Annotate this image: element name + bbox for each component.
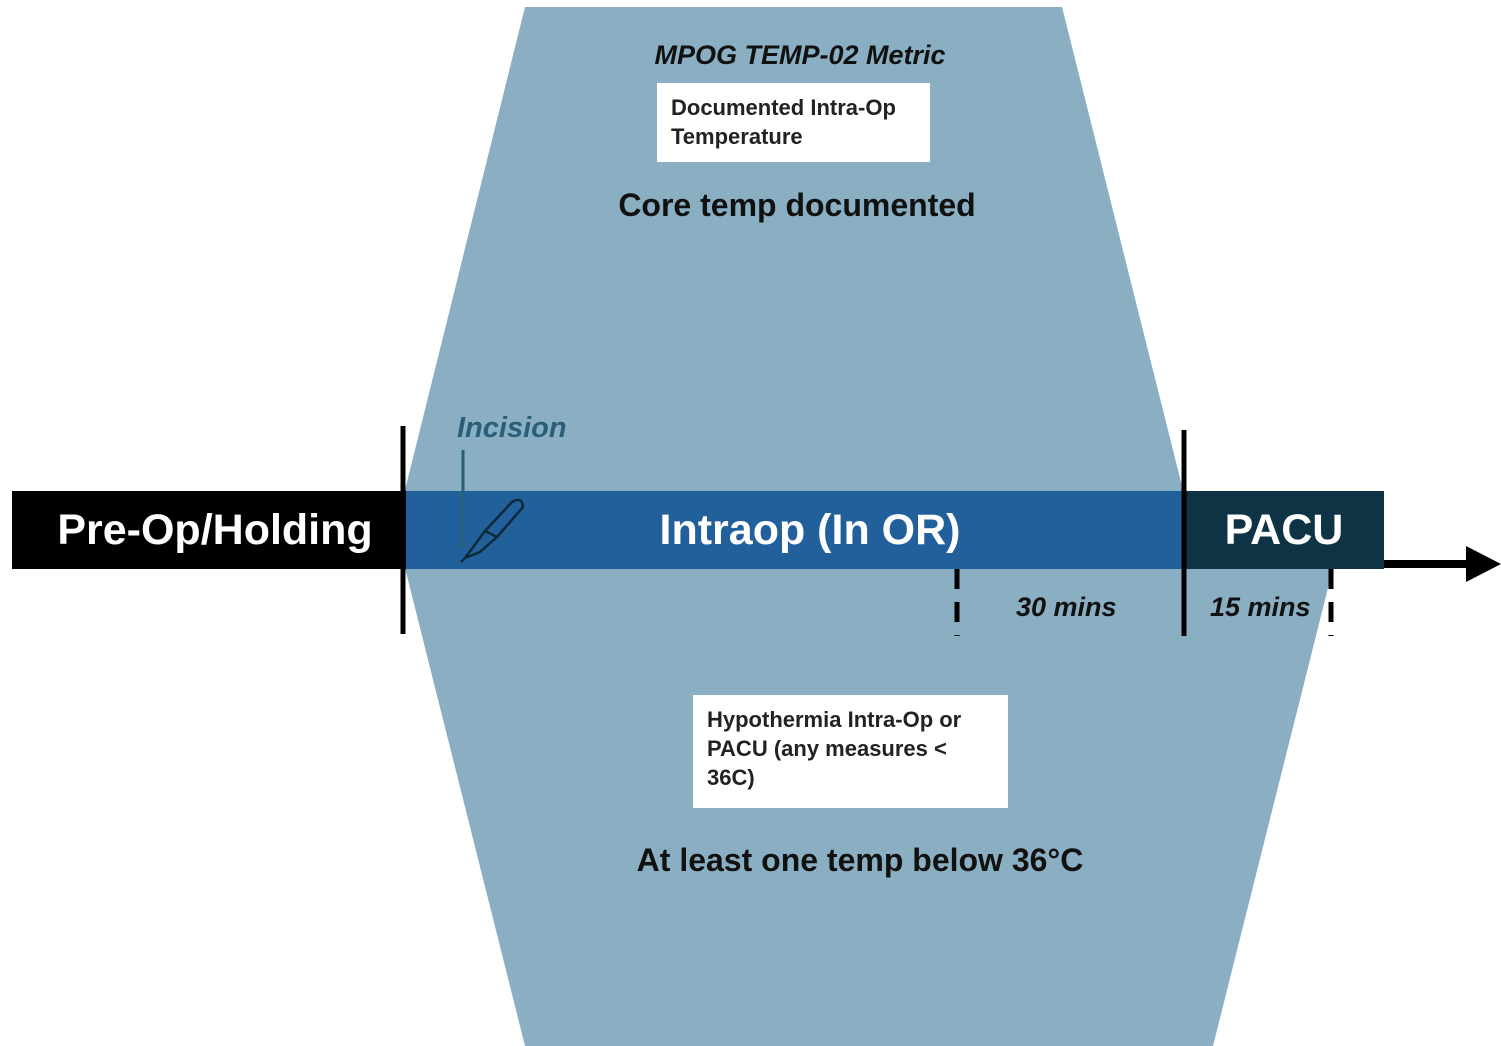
intraop-label: Intraop (In OR) [659,506,961,554]
pacu-bar [1184,491,1384,569]
duration-15-label: 15 mins [1210,592,1311,622]
preop-label: Pre-Op/Holding [57,506,373,554]
intraop-bar [406,491,1184,569]
documented-temp-box: Documented Intra-Op Temperature [657,83,930,162]
arrow-right-icon [1384,546,1501,582]
pacu-label: PACU [1224,506,1344,554]
hypothermia-caption: At least one temp below 36°C [636,842,1084,878]
hypothermia-box: Hypothermia Intra-Op or PACU (any measur… [693,695,1008,808]
metric-title: MPOG TEMP-02 Metric [654,40,946,70]
documented-caption: Core temp documented [618,187,976,223]
duration-30-label: 30 mins [1016,592,1117,622]
scalpel-icon [460,498,525,563]
incision-label: Incision [457,412,567,444]
preop-bar [12,491,406,569]
